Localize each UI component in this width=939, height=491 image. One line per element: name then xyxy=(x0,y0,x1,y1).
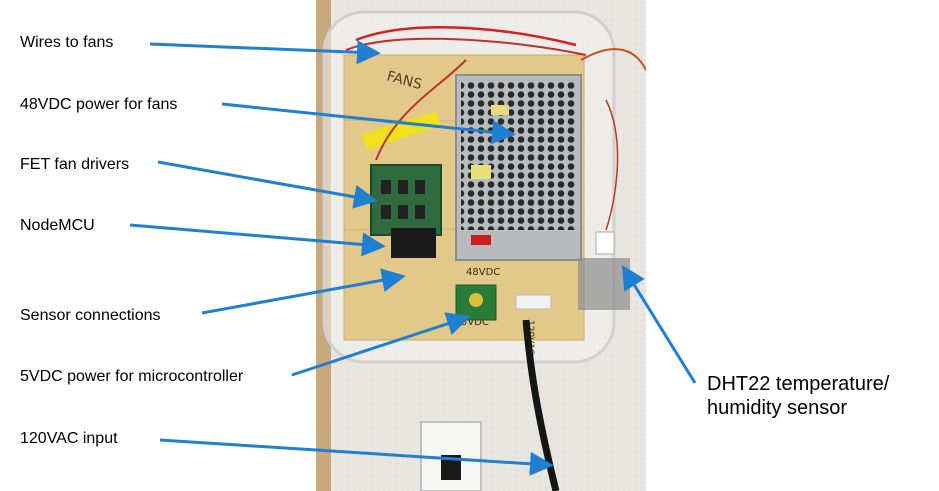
label-wires-to-fans: Wires to fans xyxy=(20,34,114,51)
label-48vdc-power: 48VDC power for fans xyxy=(20,96,178,113)
board-text-5v: 5VDC xyxy=(461,317,489,328)
dht22-sensor xyxy=(595,231,615,255)
board-text-48v: 48VDC xyxy=(466,267,500,278)
label-120vac-input: 120VAC input xyxy=(20,430,118,447)
nodemcu-board xyxy=(391,228,436,258)
fan-wires xyxy=(355,26,577,47)
label-dht22-sensor: DHT22 temperature/ humidity sensor xyxy=(707,373,890,419)
terminal-block xyxy=(515,294,552,310)
label-5vdc-power: 5VDC power for microcontroller xyxy=(20,368,244,385)
fet-driver-board xyxy=(370,164,442,236)
label-nodemcu: NodeMCU xyxy=(20,217,95,234)
enclosure-photo: FANS 48VDC 5VDC 120VAC xyxy=(316,0,646,491)
tape-patch xyxy=(578,258,630,310)
label-sensor-connections: Sensor connections xyxy=(20,307,161,324)
label-fet-fan-drivers: FET fan drivers xyxy=(20,156,130,173)
